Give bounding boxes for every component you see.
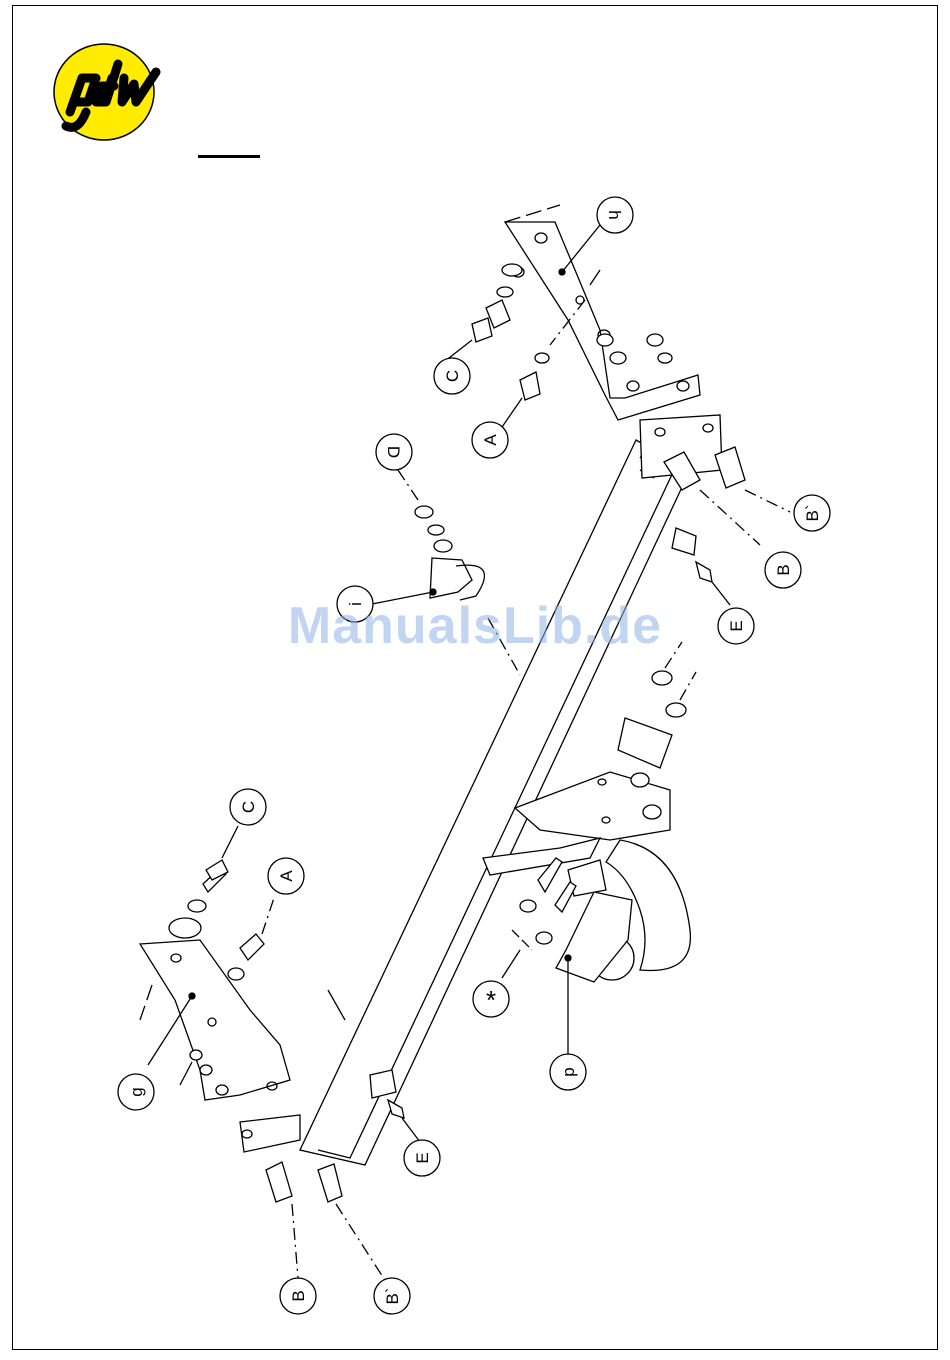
bracket-i [372,470,520,675]
callout-g: g [118,1074,154,1110]
callout-p: p [550,1054,586,1090]
bolt-stack-a-left [228,895,275,980]
callout-star-label: * [486,985,496,1015]
callout-b-bottom: B [280,1278,316,1314]
callout-a-top: A [472,422,508,458]
callout-e-bottom-label: E [413,1152,432,1163]
callout-star: * [473,981,509,1017]
callout-b-prime-top-label: B` [803,505,822,522]
callout-d: D [376,434,412,470]
callout-i-label: i [346,602,365,606]
callout-c-top: C [434,358,470,394]
callout-b-prime-bottom-label: B` [383,1288,402,1305]
callout-h: h [597,197,633,233]
callout-c-left: C [230,789,266,825]
callout-a-left: A [268,858,304,894]
callout-a-left-label: A [277,870,296,882]
callout-p-label: p [559,1067,578,1076]
callout-c-top-label: C [443,370,462,382]
bolt-stack-c-left [169,826,238,938]
callout-d-label: D [384,446,403,458]
callout-b-bottom-label: B [289,1290,308,1301]
callout-e-bottom: E [404,1140,440,1176]
callout-b-top-label: B [774,564,793,575]
callout-b-top: B [765,552,801,588]
small-bracket-e-top [672,528,730,605]
callout-i: i [337,586,373,622]
callout-b-prime-bottom: B` [374,1278,410,1314]
callout-c-left-label: C [239,801,258,813]
callout-a-top-label: A [481,434,500,446]
callout-e-top-label: E [727,620,746,631]
nuts-top-right [597,334,672,364]
callout-g-label: g [127,1087,146,1096]
callout-e-top: E [718,608,754,644]
callout-b-prime-top: B` [794,495,830,531]
callout-h-label: h [605,210,624,219]
side-bracket-g [140,940,290,1100]
bolt-stack-c-top [440,264,522,365]
